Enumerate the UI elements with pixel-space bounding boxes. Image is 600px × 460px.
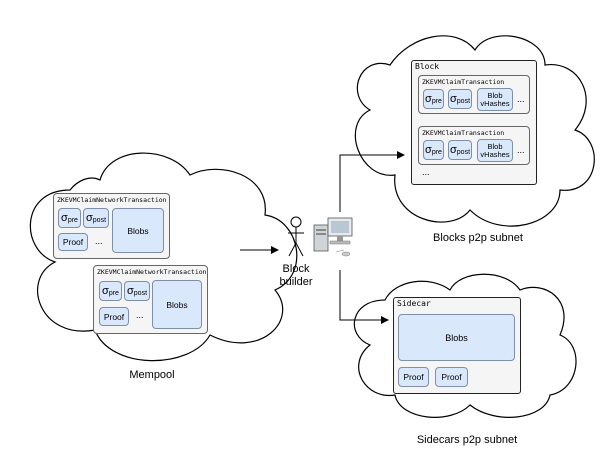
more-transactions: ... [422, 167, 430, 177]
blob-vhashes-box: Blob vHashes [477, 139, 513, 162]
sigma-post: σpost [83, 208, 109, 228]
ellipsis: ... [517, 145, 525, 155]
blobs-box: Blobs [112, 208, 164, 253]
sigma-pre: σpre [99, 281, 122, 301]
computer-icon [313, 217, 353, 257]
tx-title: ZKEVMClaimTransaction [422, 129, 505, 137]
arrow-builder-to-sidecar [339, 270, 389, 324]
ellipsis: ... [95, 236, 103, 246]
sigma-pre: σpre [58, 208, 81, 228]
sigma-pre: σpre [423, 140, 444, 160]
sigma-post: σpost [448, 140, 472, 160]
sidecar-title: Sidecar [397, 299, 431, 308]
blocks-subnet-label: Blocks p2p subnet [433, 232, 523, 244]
block-tx-1: ZKEVMClaimTransaction σpre σpost Blob vH… [418, 75, 530, 114]
ellipsis: ... [517, 94, 525, 104]
block-tx-2: ZKEVMClaimTransaction σpre σpost Blob vH… [418, 126, 530, 165]
sigma-post: σpost [448, 89, 472, 109]
tx-title: ZKEVMClaimTransaction [422, 78, 505, 86]
mempool-tx-1: ZKEVMClaimNetworkTransaction σpre σpost … [53, 193, 170, 259]
block-builder-label: Block builder [279, 263, 313, 288]
ellipsis: ... [136, 310, 144, 320]
block-title: Block [415, 62, 440, 71]
sidecar-container: Sidecar Blobs Proof Proof [393, 297, 521, 394]
actor-icon [288, 216, 304, 257]
tx-title: ZKEVMClaimNetworkTransaction [97, 268, 207, 276]
proof-box-2: Proof [435, 367, 468, 387]
proof-box: Proof [58, 233, 88, 251]
sidecars-subnet-label: Sidecars p2p subnet [416, 434, 518, 446]
proof-box: Proof [99, 307, 129, 326]
proof-box-1: Proof [398, 367, 429, 387]
sigma-pre: σpre [423, 89, 444, 109]
mempool-tx-2: ZKEVMClaimNetworkTransaction σpre σpost … [93, 265, 208, 334]
block-container: Block ZKEVMClaimTransaction σpre σpost B… [411, 60, 537, 185]
blob-vhashes-box: Blob vHashes [477, 88, 513, 111]
mempool-label: Mempool [129, 369, 175, 381]
sigma-post: σpost [124, 281, 150, 301]
arrow-builder-to-block [339, 151, 405, 212]
blobs-box: Blobs [398, 314, 515, 361]
tx-title: ZKEVMClaimNetworkTransaction [57, 196, 167, 204]
blobs-box: Blobs [152, 280, 202, 329]
